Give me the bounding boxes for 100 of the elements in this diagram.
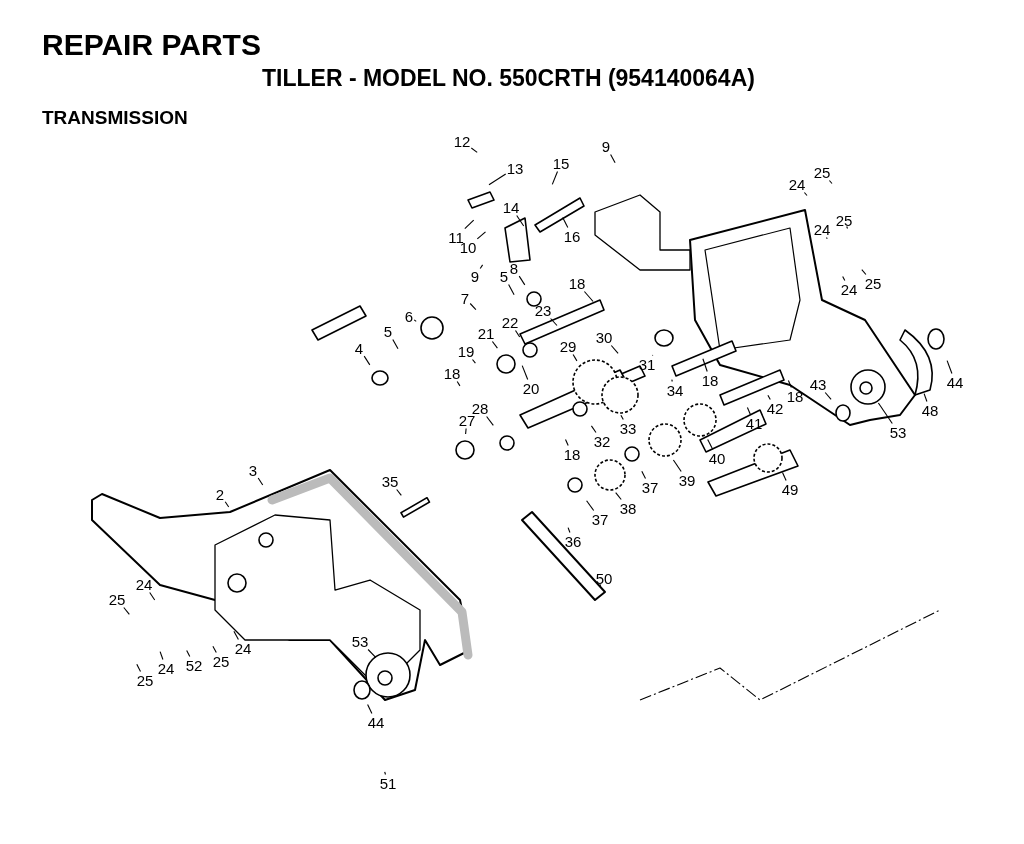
leader-line xyxy=(877,402,893,425)
callout-number: 5 xyxy=(382,322,394,340)
callout-number: 50 xyxy=(594,569,614,587)
callout-number: 51 xyxy=(378,774,398,792)
callout-number: 49 xyxy=(780,480,800,498)
callout-number: 44 xyxy=(366,713,386,731)
leader-line xyxy=(551,170,559,185)
leader-line xyxy=(671,379,673,383)
leader-line xyxy=(464,219,475,230)
callout-number: 30 xyxy=(594,328,614,346)
subtitle: TILLER - MODEL NO. 550CRTH (954140064A) xyxy=(262,66,755,92)
leader-line xyxy=(923,393,928,403)
callout-number: 41 xyxy=(744,414,764,432)
leader-line xyxy=(396,488,402,496)
callout-number: 25 xyxy=(211,652,231,670)
leader-line xyxy=(842,275,846,282)
callout-number: 8 xyxy=(508,259,520,277)
callout-number: 24 xyxy=(812,220,832,238)
callout-number: 15 xyxy=(551,154,571,172)
callout-number: 3 xyxy=(247,461,259,479)
section-heading: TRANSMISSION xyxy=(42,108,188,129)
callout-number: 23 xyxy=(533,301,553,319)
leader-line xyxy=(363,355,371,366)
callout-number: 18 xyxy=(567,274,587,292)
callout-number: 22 xyxy=(500,313,520,331)
leader-line xyxy=(846,225,849,230)
leader-line xyxy=(384,771,387,776)
callout-number: 48 xyxy=(920,401,940,419)
leader-line xyxy=(672,459,682,473)
leader-line xyxy=(233,630,239,641)
leader-line xyxy=(514,329,521,338)
leader-line xyxy=(702,358,708,373)
leader-line xyxy=(476,231,487,240)
callout-number: 38 xyxy=(618,499,638,517)
leader-line xyxy=(488,173,507,186)
callout-number: 31 xyxy=(637,355,657,373)
leader-line xyxy=(136,663,142,673)
callout-number: 36 xyxy=(563,532,583,550)
callout-number: 18 xyxy=(562,445,582,463)
page-title: REPAIR PARTS xyxy=(42,28,261,61)
callout-number: 14 xyxy=(501,198,521,216)
callout-number: 4 xyxy=(353,339,365,357)
leader-line xyxy=(392,338,399,350)
leader-line xyxy=(824,391,832,400)
leader-line xyxy=(599,584,602,588)
callout-number: 6 xyxy=(403,307,415,325)
leader-line xyxy=(828,179,833,185)
callout-number: 7 xyxy=(459,289,471,307)
callout-number: 52 xyxy=(184,656,204,674)
leader-line xyxy=(186,649,191,658)
callout-number: 13 xyxy=(505,159,525,177)
leader-line xyxy=(516,214,525,227)
leader-line xyxy=(746,406,751,416)
callout-number: 39 xyxy=(677,471,697,489)
leader-line xyxy=(149,591,156,601)
callout-number: 34 xyxy=(665,381,685,399)
callout-number: 9 xyxy=(469,267,481,285)
callout-number: 25 xyxy=(834,211,854,229)
callout-number: 32 xyxy=(592,432,612,450)
callout-number: 37 xyxy=(590,510,610,528)
leader-line xyxy=(564,438,569,447)
leader-line xyxy=(159,651,164,661)
leader-line xyxy=(367,648,377,659)
callout-number: 5 xyxy=(498,267,510,285)
leader-line xyxy=(562,216,569,229)
leader-line xyxy=(620,414,624,421)
callout-number: 18 xyxy=(700,371,720,389)
leader-line xyxy=(787,379,792,389)
leader-line xyxy=(465,427,467,435)
callout-number: 18 xyxy=(442,364,462,382)
callout-number: 2 xyxy=(214,485,226,503)
callout-number: 24 xyxy=(787,175,807,193)
leader-line xyxy=(469,302,477,311)
leader-line xyxy=(610,153,616,164)
leader-line xyxy=(641,470,647,480)
callout-number: 53 xyxy=(888,423,908,441)
leader-line xyxy=(825,236,828,240)
leader-line xyxy=(470,147,478,153)
callout-number: 16 xyxy=(562,227,582,245)
callout-number: 53 xyxy=(350,632,370,650)
leader-line xyxy=(521,365,529,381)
callout-number: 18 xyxy=(785,387,805,405)
callout-number: 25 xyxy=(812,163,832,181)
leader-line xyxy=(413,319,417,322)
callout-number: 37 xyxy=(640,478,660,496)
callout-number: 21 xyxy=(476,324,496,342)
callout-number: 35 xyxy=(380,472,400,490)
leader-line xyxy=(456,380,461,387)
leader-line xyxy=(610,344,619,354)
leader-line xyxy=(586,500,595,512)
leader-line xyxy=(590,425,597,434)
callout-number: 33 xyxy=(618,419,638,437)
callout-number: 20 xyxy=(521,379,541,397)
leader-line xyxy=(491,340,498,349)
callout-number: 43 xyxy=(808,375,828,393)
callout-number: 29 xyxy=(558,337,578,355)
callout-number: 12 xyxy=(452,132,472,150)
leader-line xyxy=(572,353,578,362)
callout-number: 44 xyxy=(945,373,965,391)
leader-line xyxy=(615,492,622,501)
